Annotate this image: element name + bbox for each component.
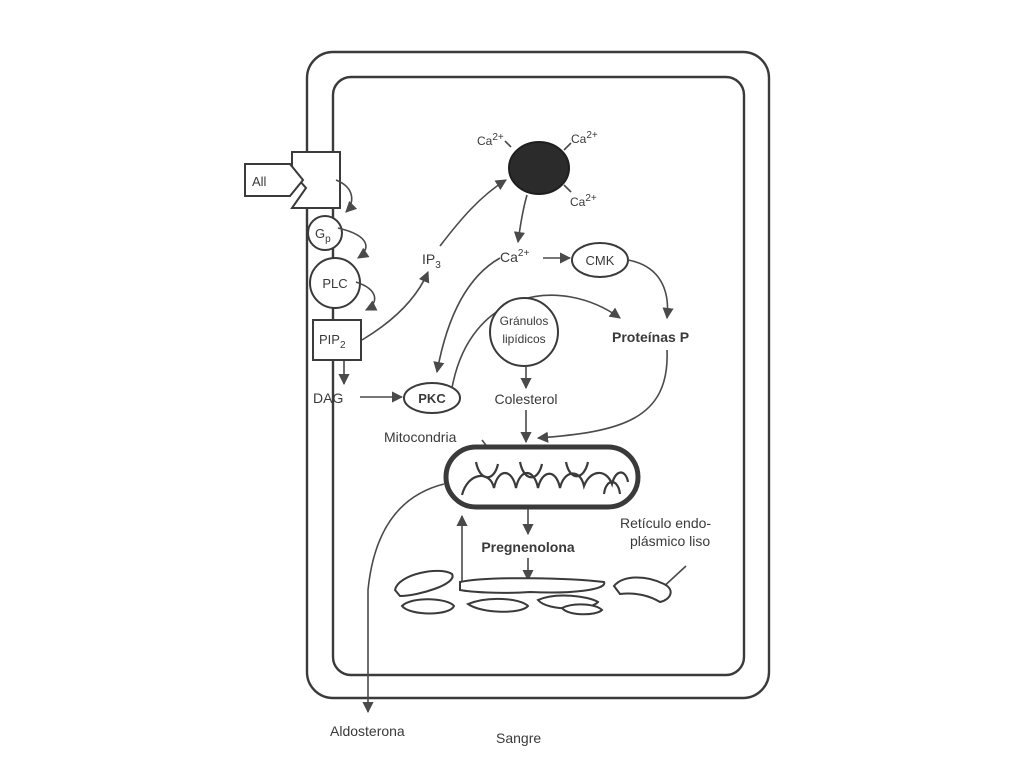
calcium-tick-1 [504, 140, 512, 148]
arrow-receptor-gp [335, 179, 358, 213]
pkc-label: PKC [418, 391, 446, 406]
calcium-store [508, 141, 570, 195]
cell-outer-membrane [305, 50, 771, 700]
pregnenolona-label: Pregnenolona [481, 539, 575, 555]
dag-label: DAG [313, 390, 343, 406]
arrow-ip3-calcium-store [439, 179, 507, 247]
ca-label-top-right: Ca2+ [571, 130, 598, 146]
arrow-plc-pip2 [355, 281, 378, 311]
sangre-label: Sangre [496, 730, 541, 746]
cell-inner-membrane [331, 75, 746, 677]
arrow-pip2-ip3 [361, 270, 430, 341]
calcium-tick-3 [563, 184, 572, 193]
ip3-label: IP3 [422, 251, 441, 271]
arrow-ca-pkc [433, 257, 501, 374]
gp-label: Gp [315, 226, 331, 245]
calcium-tick-2 [563, 142, 572, 151]
arrow-proteinas-mitocondria [536, 349, 668, 443]
arrow-cmk-proteinas [627, 259, 674, 320]
granulos-label-line1: Gránulos [500, 314, 549, 328]
gp-protein [307, 215, 343, 251]
arrow-aldosterona [362, 483, 445, 714]
ligand-all-label: All [252, 174, 267, 189]
pip2-label: PIP2 [319, 332, 346, 351]
ligand-all [244, 163, 305, 197]
reticulo-label-line2: plásmico liso [630, 533, 710, 549]
ca-cytosol-label: Ca2+ [500, 248, 529, 265]
proteinas-label: Proteínas P [612, 329, 689, 345]
lipid-granules [489, 297, 559, 367]
cmk-label: CMK [586, 253, 615, 268]
pkc-enzyme [403, 382, 461, 414]
granulos-label-line2: lipídicos [502, 332, 545, 346]
plc-label: PLC [322, 276, 347, 291]
reticulo-label-line1: Retículo endo- [620, 515, 711, 531]
pip2-box [312, 319, 362, 361]
arrow-store-ca [513, 194, 528, 244]
mitochondrion [443, 444, 641, 510]
ca-label-top-left: Ca2+ [477, 132, 504, 148]
colesterol-label: Colesterol [494, 391, 557, 407]
smooth-er [393, 569, 672, 616]
aldosterona-label: Aldosterona [330, 723, 405, 739]
ca-label-bottom-right: Ca2+ [570, 193, 597, 209]
arrow-gp-plc [337, 227, 370, 259]
mitocondria-label: Mitocondria [384, 429, 457, 445]
